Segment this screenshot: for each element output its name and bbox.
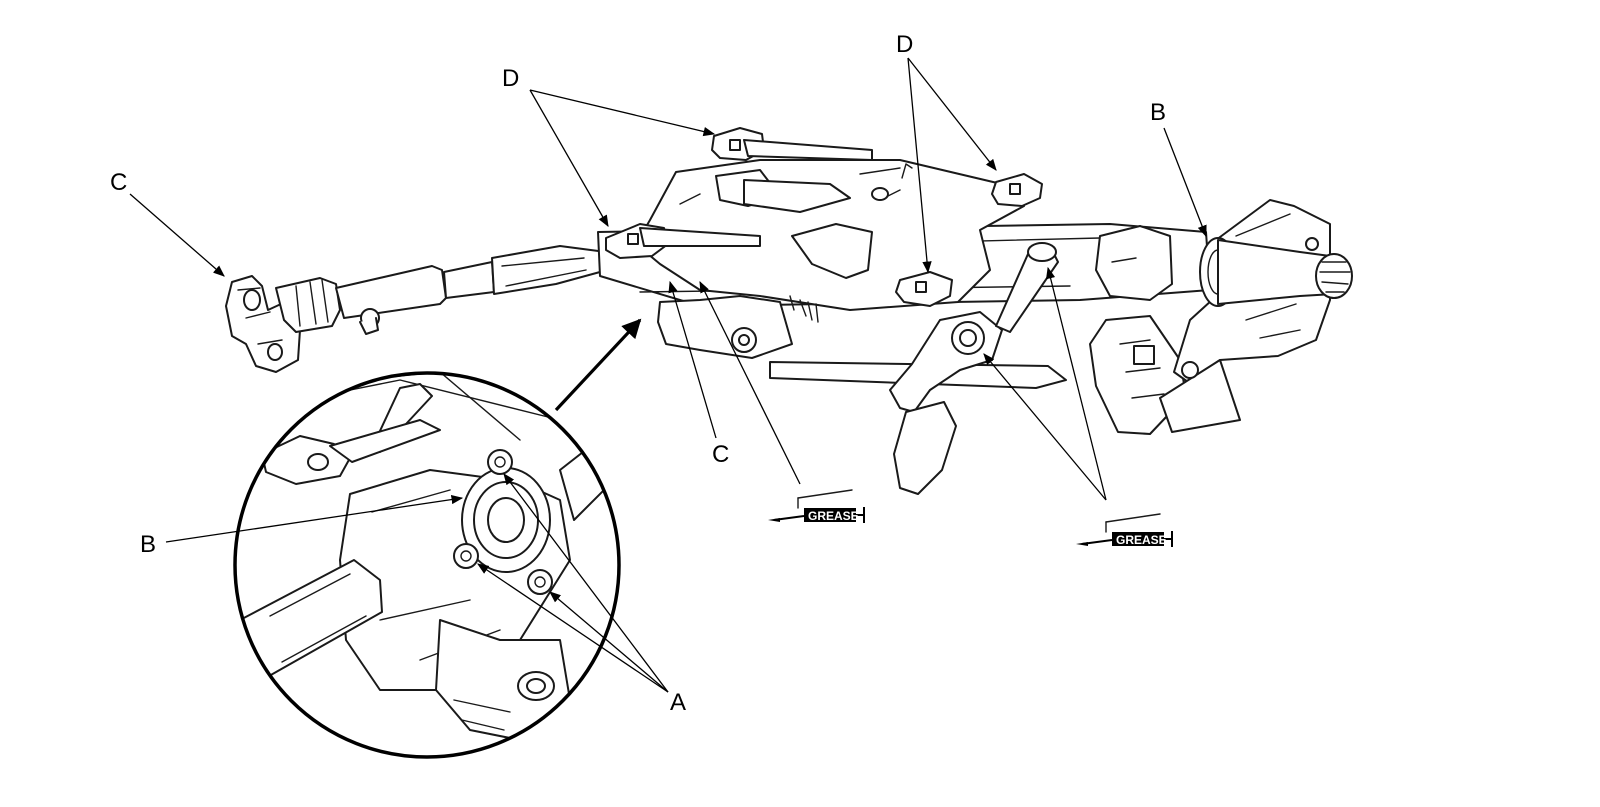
- steering-lock-housing: [1089, 225, 1187, 435]
- callout-b-right: B: [1150, 99, 1166, 126]
- clip-d-center: [895, 271, 953, 307]
- nut-a-bottom: [527, 569, 553, 595]
- inset-pointer-arrow: [554, 318, 642, 412]
- callout-a-inset: A: [670, 689, 686, 716]
- universal-joint: [225, 275, 341, 373]
- leader-lines: [129, 57, 1207, 693]
- pivot-pin: [995, 242, 1059, 333]
- detail-inset: [233, 371, 621, 759]
- inset-border: [233, 371, 621, 759]
- intermediate-shaft: [335, 245, 613, 335]
- callout-d-top-right: D: [896, 31, 913, 58]
- callout-c-lower: C: [712, 441, 729, 468]
- callout-c-left: C: [110, 169, 127, 196]
- callout-d-top-left: D: [502, 65, 519, 92]
- grease-gun-icon: GREASE: [1076, 513, 1173, 547]
- grease-label-center: GREASE: [808, 509, 859, 523]
- nut-a-top: [487, 449, 513, 475]
- clip-d-top: [711, 127, 873, 161]
- grease-gun-icon: GREASE: [768, 489, 865, 523]
- callout-b-inset: B: [140, 531, 156, 558]
- tilt-lever: [889, 311, 1003, 495]
- nut-a-left: [453, 543, 479, 569]
- grease-label-right: GREASE: [1116, 533, 1167, 547]
- upper-shaft-bearing: [1199, 237, 1353, 307]
- clip-d-left: [605, 223, 761, 259]
- clip-d-right: [991, 173, 1043, 207]
